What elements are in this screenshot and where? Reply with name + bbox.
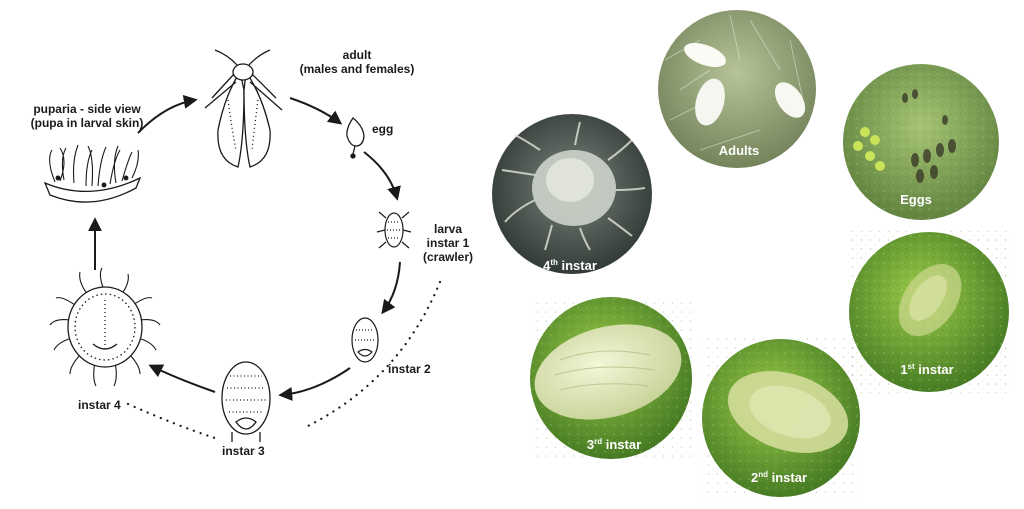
crawler-drawing <box>376 211 412 249</box>
svg-text:4th instar: 4th instar <box>543 258 597 273</box>
photo-label-eggs: Eggs <box>900 192 932 207</box>
photo-label-1st-instar: 1st instar <box>900 362 953 377</box>
svg-text:2nd instar: 2nd instar <box>751 470 807 485</box>
label-egg: egg <box>372 122 394 136</box>
dotted-paths <box>126 280 442 440</box>
svg-text:3rd instar: 3rd instar <box>587 437 641 452</box>
photo-label-3rd-instar: 3rd instar <box>587 437 641 452</box>
label-instar-4: instar 4 <box>78 398 121 412</box>
egg-drawing <box>346 117 365 159</box>
photo-2nd-instar: 2nd instar <box>700 337 862 499</box>
cycle-arrows <box>88 94 401 401</box>
photo-eggs: Eggs <box>843 64 999 220</box>
photo-1st-instar: 1st instar <box>847 230 1011 394</box>
label-adult: adult (males and females) <box>299 48 415 76</box>
svg-text:1st instar: 1st instar <box>900 362 953 377</box>
instar-2-drawing <box>351 317 379 363</box>
photo-4th-instar: 4th instar <box>492 114 652 274</box>
photo-label-2nd-instar: 2nd instar <box>751 470 807 485</box>
instar-4-drawing <box>49 267 161 387</box>
label-instar-2: instar 2 <box>388 362 431 376</box>
photo-adults: Adults <box>658 10 816 168</box>
instar-3-drawing <box>221 361 271 442</box>
photo-3rd-instar: 3rd instar <box>530 297 692 459</box>
label-puparia: puparia - side view (pupa in larval skin… <box>30 102 144 130</box>
label-larva: larva instar 1 (crawler) <box>422 222 474 264</box>
puparium-drawing <box>43 144 142 203</box>
photo-label-4th-instar: 4th instar <box>543 258 597 273</box>
adult-whitefly-drawing <box>204 49 283 168</box>
photo-label-adults: Adults <box>719 143 759 158</box>
label-instar-3: instar 3 <box>222 444 265 458</box>
